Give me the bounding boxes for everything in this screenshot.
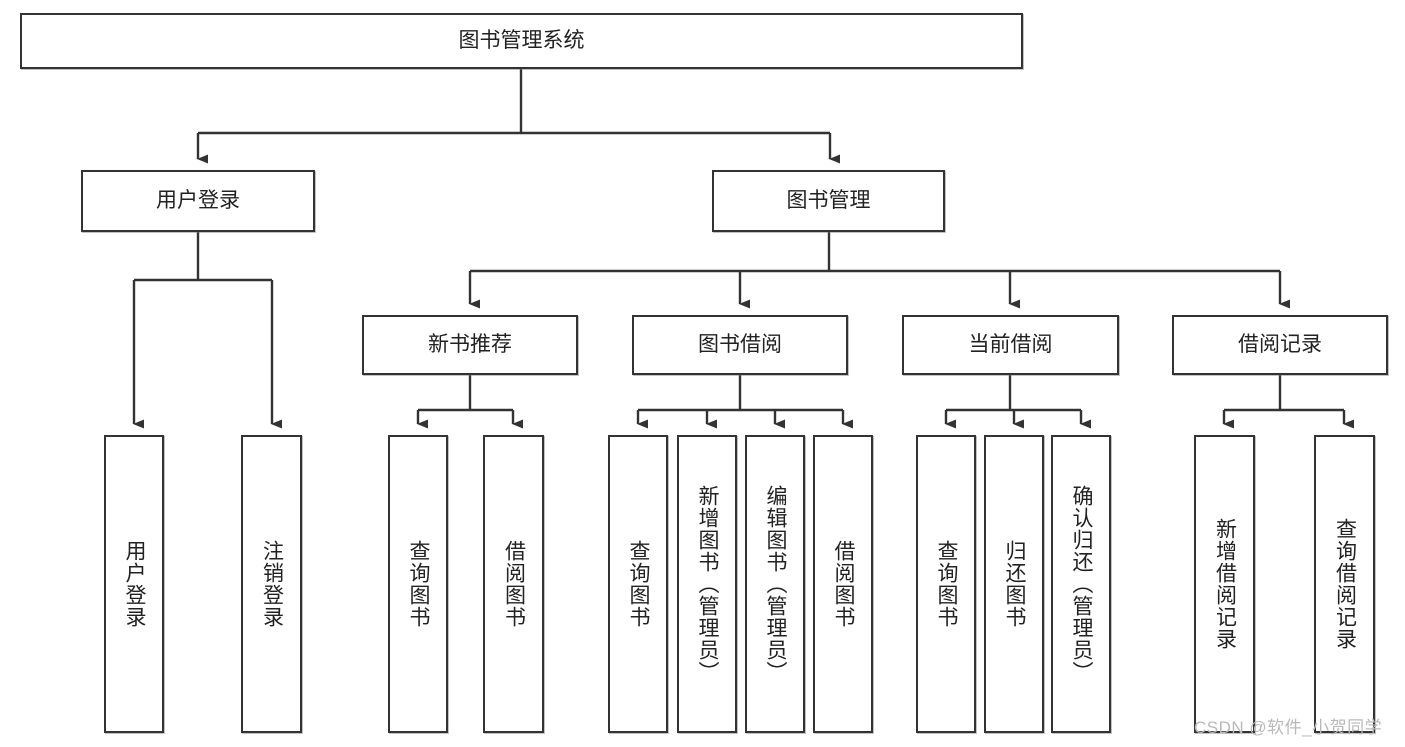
node-new-book-recommend-label: 新书推荐 [428,333,512,357]
node-leaf-add-borrow-record-label: 新增借阅记录 [1213,518,1237,650]
node-leaf-edit-book-admin[interactable]: 编辑图书（管理员） [745,435,805,733]
node-book-management-label: 图书管理 [786,189,871,213]
node-leaf-query-book-rec-label: 查询图书 [407,540,431,628]
node-leaf-query-book-bor-label: 查询图书 [627,540,651,628]
node-book-borrow[interactable]: 图书借阅 [632,315,848,375]
node-leaf-user-login[interactable]: 用户登录 [104,435,164,733]
node-leaf-confirm-return-admin-label: 确认归还（管理员） [1070,485,1094,683]
node-leaf-user-logout-label: 注销登录 [260,540,284,628]
node-leaf-borrow-book-bor[interactable]: 借阅图书 [813,435,873,733]
node-root-label: 图书管理系统 [458,29,585,53]
node-leaf-return-book[interactable]: 归还图书 [984,435,1044,733]
node-leaf-query-book-rec[interactable]: 查询图书 [388,435,448,733]
node-borrow-record[interactable]: 借阅记录 [1172,315,1388,375]
node-leaf-confirm-return-admin[interactable]: 确认归还（管理员） [1051,435,1111,733]
node-leaf-borrow-book-rec[interactable]: 借阅图书 [483,435,544,733]
node-leaf-user-login-label: 用户登录 [123,540,147,628]
node-leaf-edit-book-admin-label: 编辑图书（管理员） [764,485,788,683]
node-leaf-query-book-cur[interactable]: 查询图书 [916,435,976,733]
node-leaf-borrow-book-bor-label: 借阅图书 [832,540,856,628]
node-leaf-borrow-book-rec-label: 借阅图书 [502,540,526,628]
node-leaf-add-borrow-record[interactable]: 新增借阅记录 [1194,435,1255,733]
node-leaf-query-book-bor[interactable]: 查询图书 [608,435,668,733]
node-root[interactable]: 图书管理系统 [20,13,1023,69]
node-borrow-record-label: 借阅记录 [1238,333,1322,357]
node-user-login-label: 用户登录 [156,189,240,213]
node-new-book-recommend[interactable]: 新书推荐 [362,315,578,375]
node-leaf-add-book-admin[interactable]: 新增图书（管理员） [677,435,737,733]
node-leaf-query-borrow-record-label: 查询借阅记录 [1333,518,1357,650]
node-leaf-query-book-cur-label: 查询图书 [935,540,959,628]
node-leaf-add-book-admin-label: 新增图书（管理员） [696,485,720,683]
node-book-borrow-label: 图书借阅 [698,333,782,357]
node-leaf-user-logout[interactable]: 注销登录 [241,435,302,733]
node-leaf-return-book-label: 归还图书 [1003,540,1027,628]
node-user-login[interactable]: 用户登录 [81,170,315,232]
node-book-management[interactable]: 图书管理 [712,170,945,232]
node-current-borrow-label: 当前借阅 [968,333,1053,357]
node-leaf-query-borrow-record[interactable]: 查询借阅记录 [1314,435,1375,733]
node-current-borrow[interactable]: 当前借阅 [902,315,1119,375]
csdn-watermark: CSDN @软件_小贺同学 [1194,718,1383,737]
